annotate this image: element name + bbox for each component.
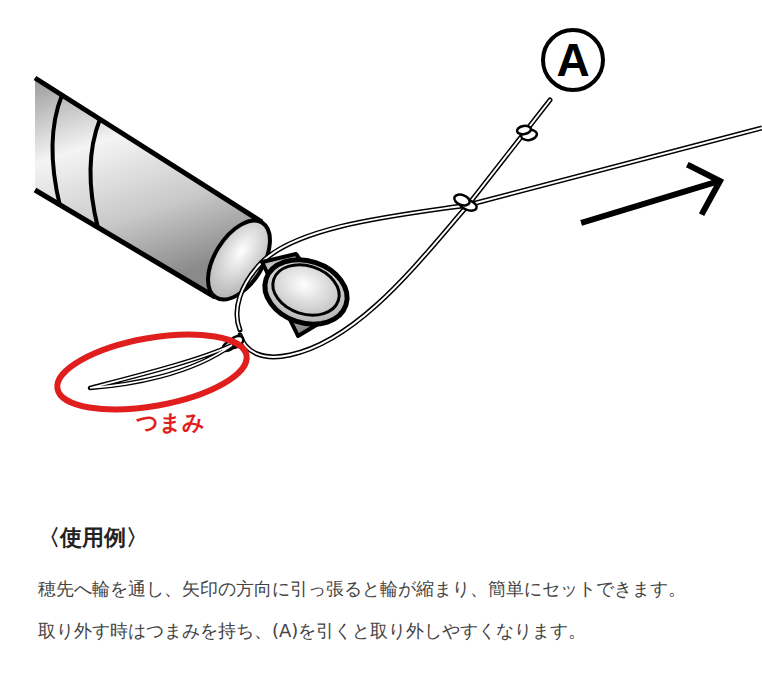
highlight-ellipse [52,322,253,422]
callout-circle: A [541,28,605,92]
tip-rim [266,257,346,324]
direction-arrow [584,166,720,222]
rod-band [52,95,62,206]
section-heading: 〈使用例〉 [38,523,148,553]
tip-end [256,250,355,335]
rod-band [90,119,100,228]
tag-line [468,100,550,205]
part-label: つまみ [136,408,205,438]
loop-line [240,205,468,357]
body-text: 取り外す時はつまみを持ち、(A)を引くと取り外しやすくなります。 [38,619,758,642]
pinch-loop [90,345,232,388]
body-text: 穂先へ輪を通し、矢印の方向に引っ張ると輪が縮まり、簡単にセットできます。 [38,577,758,600]
main-line [468,128,762,205]
callout-letter: A [556,37,589,83]
knot [221,125,538,353]
